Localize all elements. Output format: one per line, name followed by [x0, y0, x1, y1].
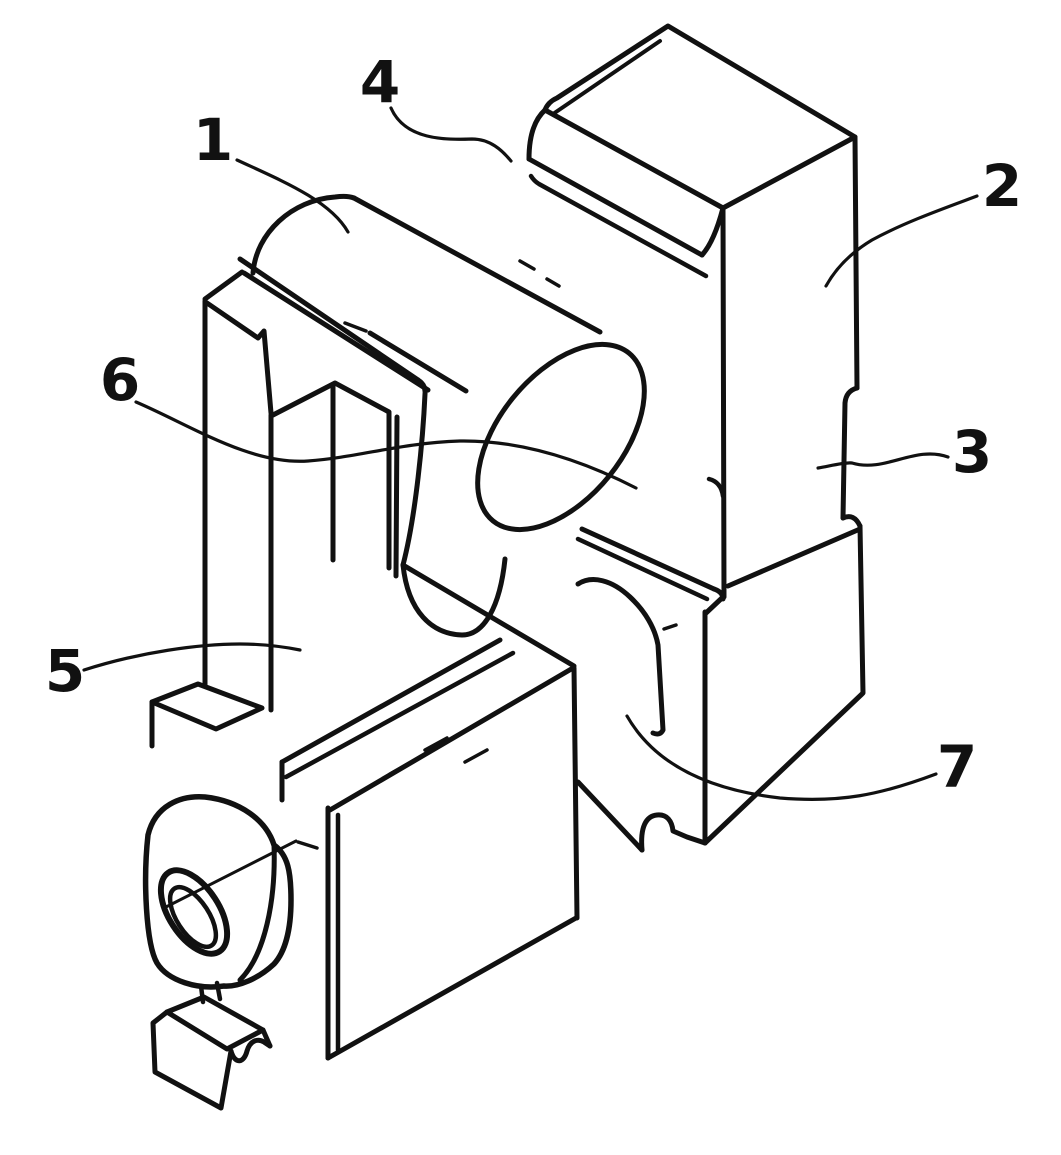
figure-stroke — [840, 514, 863, 529]
figure-stroke — [367, 330, 469, 394]
figure-stroke — [327, 665, 576, 813]
figure-stroke — [228, 1037, 273, 1064]
figure-stroke — [150, 1009, 234, 1111]
boss-ring-outer — [157, 867, 231, 957]
bore-ellipse — [475, 341, 647, 533]
figure-stroke — [142, 794, 294, 990]
figure-stroke — [343, 321, 368, 333]
leader-line-7 — [625, 714, 938, 801]
leader-line-3 — [816, 452, 950, 470]
figure-stroke — [351, 195, 603, 335]
figure-stroke — [250, 193, 357, 276]
figure-stroke — [162, 839, 298, 910]
figure-stroke — [279, 637, 503, 765]
figure-stroke — [840, 385, 860, 521]
ref-label-2: 2 — [982, 152, 1022, 220]
figure-stroke — [202, 269, 245, 302]
leader-line-4 — [389, 106, 513, 163]
figure-stroke — [725, 526, 863, 589]
figure-stroke — [639, 812, 708, 853]
figure-stroke — [857, 523, 866, 696]
figure-stroke — [237, 842, 277, 983]
leader-line-5 — [82, 642, 302, 672]
ref-label-3: 3 — [952, 418, 992, 486]
figure-stroke — [528, 173, 709, 279]
figure-stroke — [702, 691, 865, 846]
figure-stroke — [388, 736, 489, 776]
figure-stroke — [237, 256, 421, 383]
figure-stroke — [711, 586, 726, 602]
figure-stroke — [164, 994, 266, 1052]
figure-stroke — [283, 650, 516, 780]
figure-stroke — [270, 380, 392, 418]
figure-stroke — [325, 915, 579, 1061]
figure-stroke — [575, 779, 645, 853]
figure-stroke — [400, 562, 577, 669]
figure-stroke — [204, 300, 274, 416]
figure-stroke — [720, 205, 727, 600]
figure-stroke — [571, 665, 580, 921]
boss-ring-inner — [167, 884, 219, 950]
figure-stroke — [296, 623, 678, 850]
ref-label-6: 6 — [100, 346, 140, 414]
ref-label-7: 7 — [937, 733, 977, 801]
figure-stroke — [518, 259, 561, 288]
figure-stroke — [260, 1027, 273, 1049]
figure-stroke — [575, 536, 710, 602]
figure-stroke — [579, 526, 717, 592]
figure-stroke — [400, 377, 428, 568]
figure-stroke — [526, 156, 705, 258]
figure-stroke — [400, 556, 508, 638]
figure-stroke — [526, 107, 548, 162]
figure-stroke — [149, 681, 265, 732]
figure-stroke — [852, 134, 860, 391]
leader-line-2 — [824, 194, 979, 288]
figure-stroke — [241, 270, 431, 393]
figure-stroke — [330, 382, 400, 579]
figure-stroke — [575, 577, 666, 737]
leader-line-6 — [134, 400, 638, 490]
ref-label-1: 1 — [193, 106, 233, 174]
ref-label-4: 4 — [360, 48, 400, 116]
ref-label-5: 5 — [45, 637, 85, 705]
figure-stroke — [703, 594, 726, 616]
figure-stroke — [699, 205, 726, 258]
leader-line-1 — [235, 158, 350, 234]
figure-stroke — [551, 39, 662, 116]
figure-stroke — [542, 23, 858, 211]
figure-stroke — [706, 476, 726, 499]
